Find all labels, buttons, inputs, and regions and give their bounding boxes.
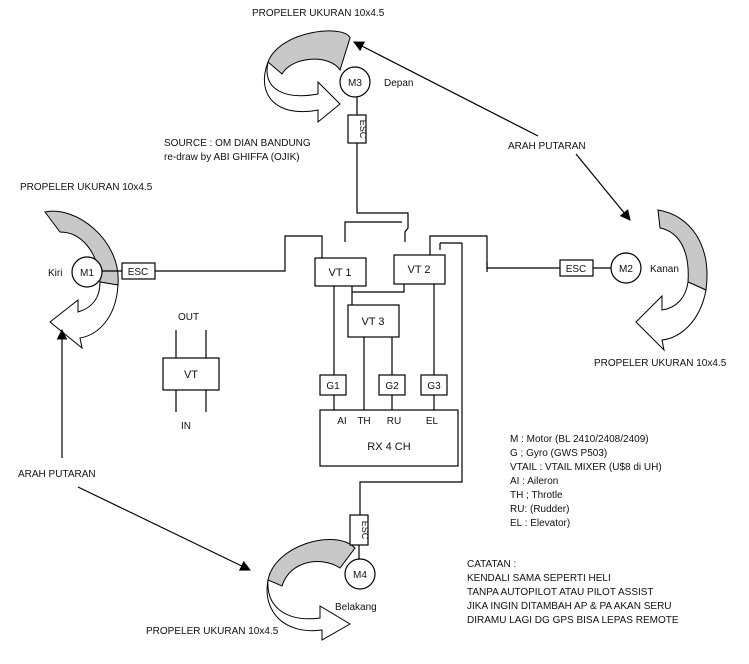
notes: CATATAN : KENDALI SAMA SEPERTI HELI TANP… xyxy=(467,559,679,626)
esc-left: ESC xyxy=(121,262,156,280)
vt-legend: OUT VT IN xyxy=(162,312,220,432)
wiring xyxy=(102,97,611,559)
esc-right: ESC xyxy=(559,259,594,277)
motor-m4-label: M4 xyxy=(353,570,367,581)
rx-channel-th: TH xyxy=(357,416,370,427)
propeller-label-left: PROPELER UKURAN 10x4.5 xyxy=(20,182,153,193)
propeller-label-bottom: PROPELER UKURAN 10x4.5 xyxy=(146,626,279,637)
notes-line: KENDALI SAMA SEPERTI HELI xyxy=(467,573,611,584)
svg-text:ESC: ESC xyxy=(360,521,370,540)
propeller-right-icon xyxy=(635,209,708,352)
svg-text:IN: IN xyxy=(181,421,191,432)
svg-text:VT: VT xyxy=(184,369,198,381)
svg-text:ESC: ESC xyxy=(358,120,368,139)
esc-top: ESC xyxy=(347,114,368,144)
motor-m1: M1 xyxy=(71,256,103,288)
motor-m1-side: Kiri xyxy=(48,268,62,279)
svg-text:VT 3: VT 3 xyxy=(361,316,384,328)
rx-channel-ai: AI xyxy=(337,416,346,427)
legend-key: M : Motor (BL 2410/2408/2409) G ; Gyro (… xyxy=(510,434,662,529)
svg-text:G2: G2 xyxy=(385,381,399,392)
mixer-vt3: VT 3 xyxy=(347,304,400,338)
rx-channel-ru: RU xyxy=(387,416,401,427)
notes-line: TANPA AUTOPILOT ATAU PILOT ASSIST xyxy=(467,587,654,598)
propeller-bottom-icon xyxy=(266,539,356,641)
key-line: EL : Elevator) xyxy=(510,518,570,529)
motor-m2: M2 xyxy=(610,252,642,284)
svg-text:G1: G1 xyxy=(326,381,340,392)
rotation-arrows xyxy=(56,41,631,571)
esc-bottom: ESC xyxy=(349,514,370,546)
rx-label: RX 4 CH xyxy=(367,441,410,453)
motor-m3-label: M3 xyxy=(348,78,362,89)
source-line-1: SOURCE : OM DIAN BANDUNG xyxy=(164,138,311,149)
key-line: M : Motor (BL 2410/2408/2409) xyxy=(510,434,649,445)
propeller-top-icon xyxy=(263,30,351,124)
motor-m3: M3 xyxy=(339,66,371,98)
mixer-vt2: VT 2 xyxy=(393,254,446,285)
key-line: AI : Aileron xyxy=(510,476,558,487)
source-line-2: re-draw by ABI GHIFFA (OJIK) xyxy=(164,152,300,163)
rx-channel-el: EL xyxy=(426,416,439,427)
notes-line: DIRAMU LAGI DG GPS BISA LEPAS REMOTE xyxy=(467,615,679,626)
gyro-g1: G1 xyxy=(319,374,347,396)
motor-m3-side: Depan xyxy=(384,78,413,89)
motor-m1-label: M1 xyxy=(80,268,94,279)
receiver-rx: AI TH RU EL RX 4 CH xyxy=(319,409,459,467)
motor-m4: M4 xyxy=(344,558,376,590)
rotation-label-top: ARAH PUTARAN xyxy=(508,141,586,152)
motor-m4-side: Belakang xyxy=(335,602,377,613)
propeller-label-top: PROPELER UKURAN 10x4.5 xyxy=(252,8,385,19)
svg-text:ESC: ESC xyxy=(566,264,587,275)
key-line: VTAIL : VTAIL MIXER (U$8 di UH) xyxy=(510,462,662,473)
key-line: TH ; Throtle xyxy=(510,490,563,501)
svg-text:ESC: ESC xyxy=(128,267,149,278)
motor-m2-label: M2 xyxy=(619,264,633,275)
key-line: G ; Gyro (GWS P503) xyxy=(510,448,607,459)
key-line: RU: (Rudder) xyxy=(510,504,569,515)
svg-text:G3: G3 xyxy=(427,381,441,392)
rotation-label-bottom: ARAH PUTARAN xyxy=(18,469,96,480)
svg-text:OUT: OUT xyxy=(178,312,199,323)
notes-line: JIKA INGIN DITAMBAH AP & PA AKAN SERU xyxy=(467,601,672,612)
notes-title: CATATAN : xyxy=(467,559,516,570)
motor-m2-side: Kanan xyxy=(650,264,679,275)
svg-text:VT 2: VT 2 xyxy=(407,264,430,276)
svg-text:VT 1: VT 1 xyxy=(328,267,351,279)
gyro-g3: G3 xyxy=(420,374,448,396)
propeller-label-right: PROPELER UKURAN 10x4.5 xyxy=(594,358,727,369)
gyro-g2: G2 xyxy=(378,374,406,396)
mixer-vt1: VT 1 xyxy=(314,257,367,287)
